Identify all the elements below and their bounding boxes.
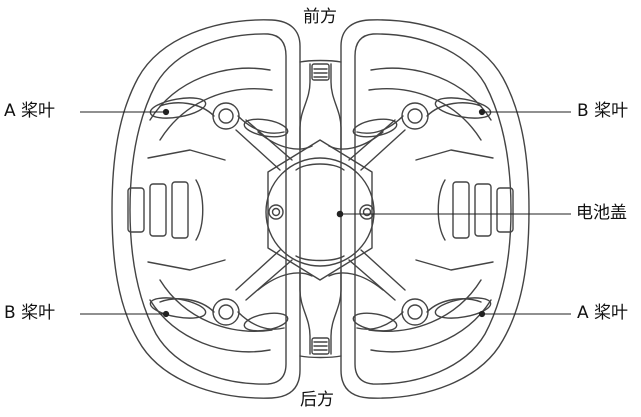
- blade-top-right-b: [352, 118, 398, 138]
- inner-frame: [267, 139, 373, 281]
- rear-connector: [311, 337, 330, 355]
- label-front: 前方: [303, 7, 337, 27]
- motor-bottom-left: [159, 298, 285, 330]
- label-propeller-top-right: B 桨叶: [577, 101, 629, 121]
- blade-top-left-a: [149, 97, 207, 119]
- front-connector: [311, 63, 330, 81]
- bottom-bridge: [299, 355, 342, 359]
- front-nose: [299, 63, 342, 151]
- battery-latch-right: [359, 204, 375, 220]
- motor-top-left: [159, 102, 285, 134]
- blade-bottom-right-b: [352, 312, 398, 332]
- label-battery-cover: 电池盖: [576, 203, 627, 223]
- arm-bottom-left: [235, 249, 293, 301]
- label-back: 后方: [300, 390, 334, 410]
- left-guard-inner: [129, 33, 287, 385]
- label-propeller-bottom-right: A 桨叶: [577, 303, 629, 323]
- label-propeller-bottom-left: B 桨叶: [4, 303, 56, 323]
- rear-tail: [299, 269, 342, 355]
- battery-cover: [265, 157, 375, 267]
- arm-bottom-right: [348, 249, 406, 301]
- blade-top-right-a: [434, 97, 492, 119]
- blade-bottom-left-b: [243, 312, 289, 332]
- label-propeller-top-left: A 桨叶: [4, 101, 56, 121]
- battery-latch-left: [268, 204, 284, 220]
- blade-top-left-b: [243, 118, 289, 138]
- blade-bottom-right-a: [434, 297, 492, 319]
- left-guard-outline: [111, 19, 301, 399]
- right-guard-inner: [354, 33, 512, 385]
- top-bridge: [299, 59, 342, 63]
- right-guard-outline: [340, 19, 530, 399]
- motor-bottom-right: [356, 298, 482, 330]
- motor-top-right: [356, 102, 482, 134]
- blade-bottom-left-a: [149, 297, 207, 319]
